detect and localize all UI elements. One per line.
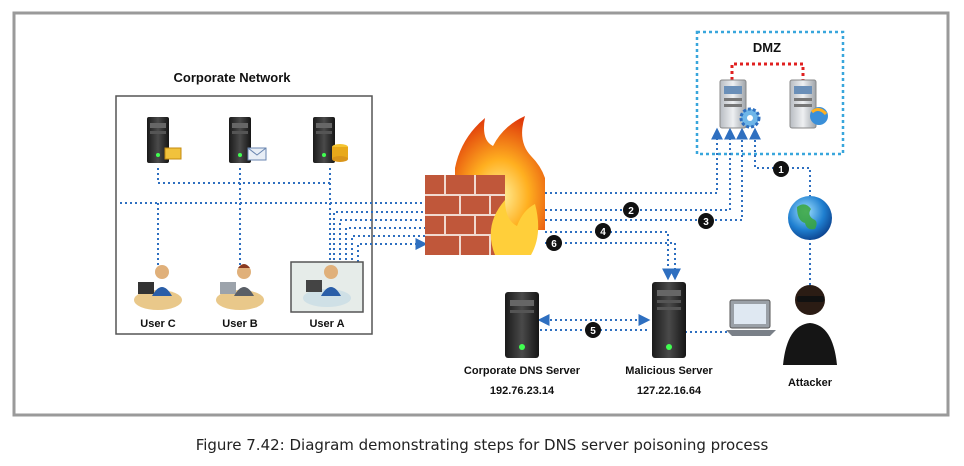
user-b-icon [216,264,264,310]
email-server-icon [229,117,267,163]
mail-server-icon [147,117,182,163]
dmz-box [695,30,845,156]
malicious-server-icon [652,282,686,358]
corporate-dns-ip: 192.76.23.14 [490,385,555,397]
user-c-icon [134,265,182,310]
step-badge-1: 1 [773,161,789,177]
attacker-label: Attacker [788,377,833,389]
step-badge-2-text: 2 [628,206,634,217]
corporate-network-box [115,95,373,335]
step-badge-5-text: 5 [590,326,596,337]
user-a-label: User A [309,318,344,330]
malicious-server-ip: 127.22.16.64 [637,385,702,397]
user-a-icon [290,261,364,313]
step-badge-1-text: 1 [778,165,784,176]
figure-caption: Figure 7.42: Diagram demonstrating steps… [195,436,769,454]
attacker-icon [726,285,837,365]
user-c-label: User C [140,318,176,330]
corporate-dns-server-icon [505,292,539,358]
step-badge-6: 6 [546,235,562,251]
malicious-server-label: Malicious Server [625,365,713,377]
user-b-label: User B [222,318,258,330]
step-badge-5: 5 [585,322,601,338]
step-badge-6-text: 6 [551,239,557,250]
dmz-label: DMZ [753,40,781,55]
database-server-icon [313,117,348,163]
dmz-web-server-icon [789,79,828,129]
firewall-icon [425,116,545,255]
dns-poisoning-diagram: Corporate Network DMZ [12,11,950,417]
dmz-link [730,62,805,80]
corporate-network-label: Corporate Network [173,70,291,85]
dmz-dns-server-icon [719,79,761,129]
step-badge-4: 4 [595,223,611,239]
step-badge-3: 3 [698,213,714,229]
step-badge-4-text: 4 [600,227,606,238]
step-badge-2: 2 [623,202,639,218]
step-badge-3-text: 3 [703,217,709,228]
corporate-dns-server-label: Corporate DNS Server [464,365,581,377]
